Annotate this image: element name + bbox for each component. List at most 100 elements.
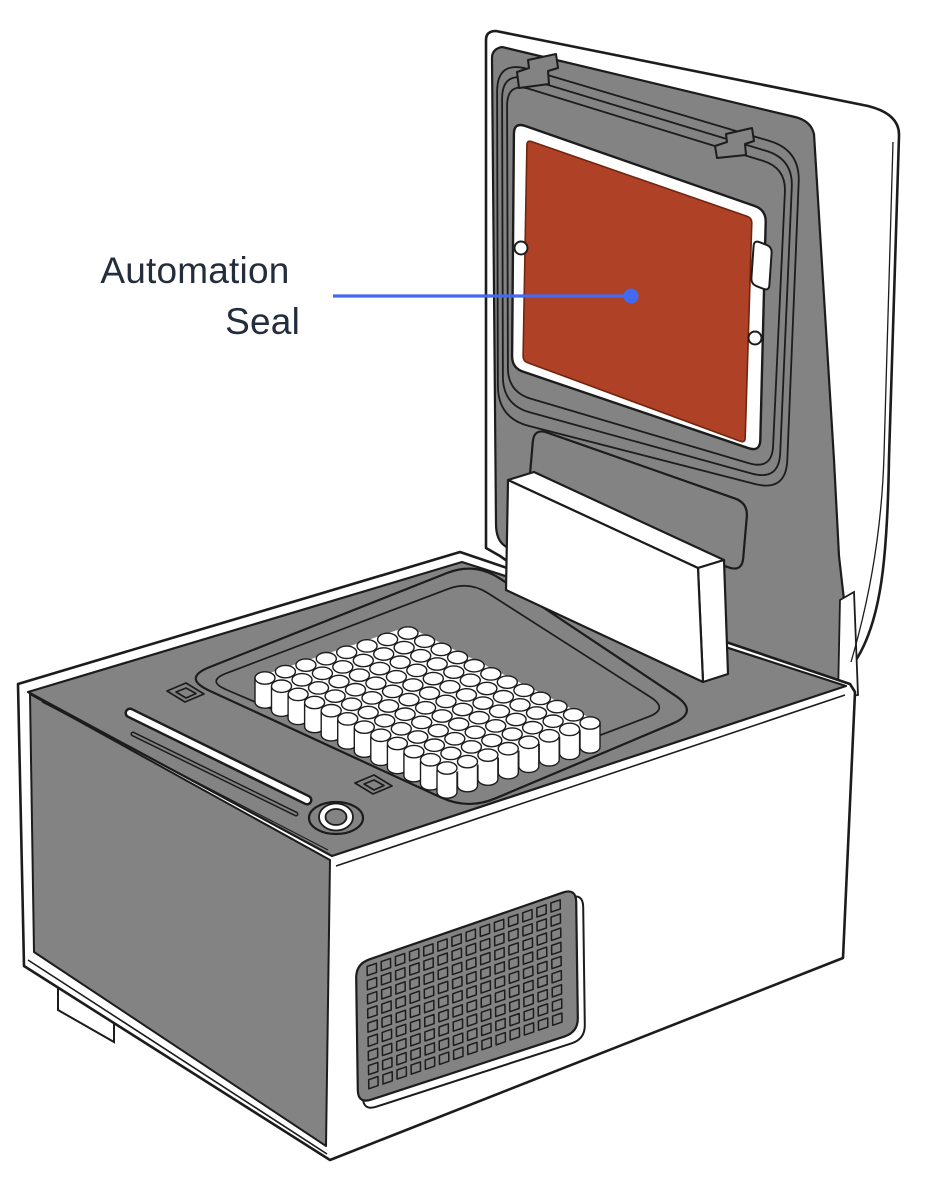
- callout-label-line1: Automation: [100, 250, 289, 291]
- vent-hole: [537, 1017, 549, 1031]
- well: [448, 717, 470, 732]
- vent-hole: [495, 1017, 506, 1032]
- well: [439, 679, 461, 694]
- vent-hole: [495, 1031, 507, 1046]
- well: [369, 661, 391, 676]
- vent-hole: [367, 1075, 379, 1090]
- well: [459, 673, 481, 688]
- well: [419, 752, 442, 767]
- deck-slot: [124, 707, 313, 806]
- well: [385, 669, 408, 684]
- well-tube: [436, 767, 458, 799]
- well: [413, 634, 436, 649]
- vent-hole: [438, 1037, 450, 1052]
- well: [427, 723, 449, 738]
- rear-block-front-face: [504, 478, 705, 684]
- vent-hole: [465, 942, 477, 957]
- well: [444, 731, 466, 746]
- vent-hole: [465, 970, 477, 985]
- vent-hole: [423, 971, 435, 986]
- vent-hole: [480, 965, 491, 980]
- vent-hole: [424, 1042, 436, 1056]
- well: [460, 740, 483, 754]
- well: [254, 671, 276, 685]
- well: [423, 738, 446, 753]
- vent-hole: [537, 988, 549, 1003]
- vent-hole: [479, 923, 491, 938]
- well: [270, 679, 293, 694]
- vent-hole: [410, 1061, 422, 1075]
- well: [456, 754, 479, 769]
- vent-hole: [537, 974, 548, 989]
- vent-hole: [493, 932, 505, 947]
- vent-hole: [551, 969, 563, 984]
- well: [376, 632, 399, 647]
- vent-hole: [410, 1046, 422, 1061]
- well: [377, 699, 400, 713]
- lid-handle-recess: [528, 430, 748, 570]
- vent-hole: [494, 989, 506, 1004]
- vent-hole: [367, 1019, 379, 1033]
- vent-hole: [380, 957, 392, 972]
- well: [418, 686, 441, 701]
- callout-dot-icon: [623, 288, 639, 304]
- vent-hole: [536, 903, 547, 918]
- rear-block: [504, 470, 730, 684]
- well: [476, 681, 498, 696]
- well: [352, 653, 374, 668]
- vent-hole: [452, 1004, 464, 1018]
- well: [492, 689, 515, 704]
- vent-hole: [395, 1009, 407, 1024]
- well: [406, 663, 428, 678]
- vent-hole: [438, 1008, 449, 1023]
- well: [291, 672, 313, 687]
- vent-hole: [523, 1022, 535, 1036]
- well: [513, 683, 535, 698]
- vent-hole: [550, 927, 562, 942]
- vent-hole: [508, 970, 520, 985]
- vent-hole: [522, 951, 534, 966]
- well: [431, 709, 453, 723]
- vent-hole: [466, 1013, 478, 1028]
- well: [443, 665, 465, 679]
- well: [414, 700, 437, 715]
- vent-hole: [381, 1014, 393, 1029]
- seal-clip-right-icon: [714, 127, 755, 159]
- vent-hole: [366, 962, 378, 977]
- well: [430, 642, 452, 657]
- vent-hole: [423, 985, 435, 1000]
- well: [542, 714, 564, 729]
- well: [361, 691, 383, 705]
- well: [426, 657, 448, 671]
- vent-hole: [508, 984, 520, 999]
- vent-hole: [466, 1027, 478, 1042]
- well: [386, 736, 409, 751]
- vent-hole: [522, 965, 534, 980]
- vent-hole: [508, 998, 520, 1013]
- vent-hole: [437, 994, 449, 1009]
- well: [357, 705, 379, 720]
- vent-hole: [409, 1032, 421, 1047]
- well: [344, 682, 367, 697]
- vent-hole: [438, 1023, 450, 1037]
- deck-front-trim-line: [335, 694, 846, 867]
- vent-hole: [395, 1037, 407, 1052]
- deck-marker-left: [166, 682, 205, 703]
- vent-hole: [494, 946, 505, 961]
- well: [477, 748, 499, 762]
- deck-bevel-line: [41, 701, 329, 851]
- vent-hole: [409, 1018, 421, 1033]
- vent-hole: [437, 952, 449, 967]
- block-recess-inner-lip: [215, 584, 661, 786]
- deck-groove-line: [130, 731, 299, 817]
- vent-hole: [466, 999, 478, 1013]
- well: [525, 706, 548, 720]
- well: [356, 639, 378, 653]
- vent-hole: [493, 918, 505, 933]
- vent-hole: [522, 922, 534, 937]
- well: [403, 744, 425, 759]
- well-plate: [254, 626, 601, 799]
- well: [411, 715, 433, 730]
